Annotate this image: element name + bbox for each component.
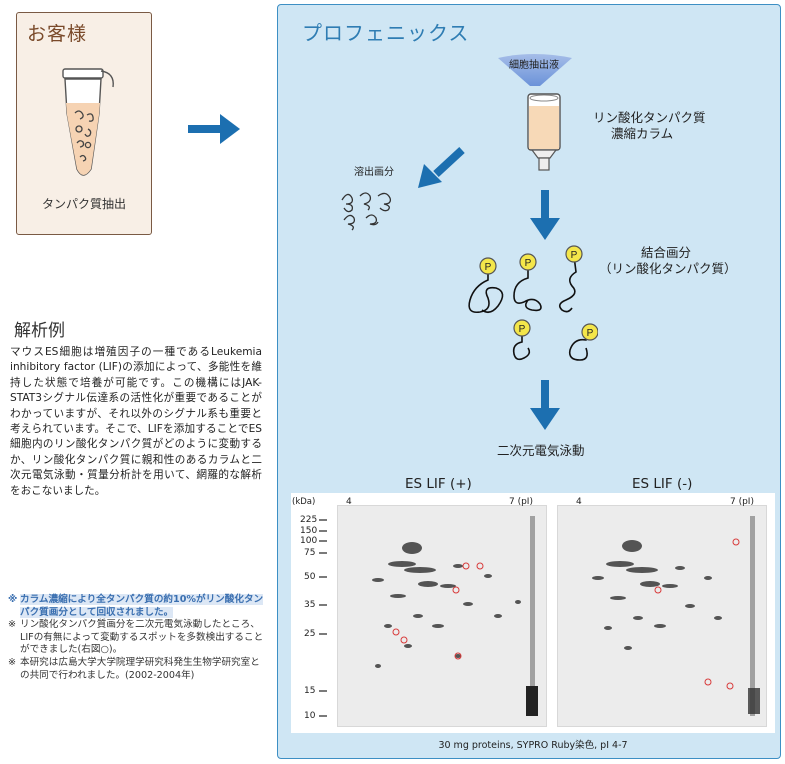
kda-marker: 10	[304, 711, 316, 721]
bound-label-2: （リン酸化タンパク質）	[599, 261, 737, 276]
analysis-body: マウスES細胞は増殖因子の一種であるLeukemia inhibitory fa…	[10, 346, 262, 497]
ph-high-minus: 7 (pI)	[730, 497, 754, 507]
concentration-column-icon	[527, 93, 561, 171]
gel-image-minus	[557, 505, 767, 727]
kda-marker: 100	[300, 536, 318, 546]
note-mark: ※	[8, 619, 17, 631]
phospho-marker: P	[519, 324, 526, 335]
gel-title-plus: ES LIF (+)	[405, 476, 472, 492]
note-text: カラム濃縮により全タンパク質の約10%がリン酸化タンパク質画分として回収されまし…	[20, 594, 264, 618]
kda-tick-marks	[319, 519, 327, 717]
eluate-label: 溶出画分	[354, 167, 394, 178]
gel-title-minus: ES LIF (-)	[632, 476, 693, 492]
phospho-marker: P	[485, 262, 492, 273]
note-mark: ※	[8, 594, 18, 605]
analysis-notes: ※ カラム濃縮により全タンパク質の約10%がリン酸化タンパク質画分として回収され…	[8, 594, 264, 682]
gel-image-plus	[337, 505, 547, 727]
note-item: ※ カラム濃縮により全タンパク質の約10%がリン酸化タンパク質画分として回収され…	[8, 594, 264, 619]
bound-label-1: 結合画分	[641, 245, 692, 260]
lysate-funnel-icon	[498, 54, 572, 86]
sample-tube-icon	[62, 68, 114, 176]
column-label-1: リン酸化タンパク質	[593, 110, 706, 125]
customer-title: お客様	[27, 23, 88, 45]
lysate-label: 細胞抽出液	[509, 60, 559, 71]
customer-label: タンパク質抽出	[41, 197, 126, 211]
kda-label: (kDa)	[292, 497, 316, 507]
ph-high-plus: 7 (pI)	[509, 497, 533, 507]
arrow-eluate-icon	[418, 147, 465, 188]
kda-marker: 25	[304, 629, 316, 639]
ph-low-plus: 4	[346, 497, 352, 507]
kda-marker: 15	[304, 686, 316, 696]
note-text: リン酸化タンパク質画分を二次元電気泳動したところ、LIFの有無によって変動するス…	[20, 619, 264, 656]
gel-spots-minus	[592, 516, 760, 716]
note-item: ※ リン酸化タンパク質画分を二次元電気泳動したところ、LIFの有無によって変動す…	[8, 619, 264, 657]
unbound-protein-icon	[341, 192, 392, 231]
process-title: プロフェニックス	[302, 21, 470, 45]
customer-box: お客様 タンパク質抽出	[16, 12, 152, 235]
kda-marker: 75	[304, 548, 316, 558]
gel-spots-plus	[372, 516, 538, 716]
kda-marker: 150	[300, 526, 318, 536]
note-mark: ※	[8, 656, 17, 668]
kda-marker: 35	[304, 600, 316, 610]
phospho-marker: P	[587, 328, 594, 339]
arrow-down-icon	[530, 190, 560, 240]
note-text: 本研究は広島大学大学院理学研究科発生生物学研究室との共同で行われました。(200…	[20, 656, 260, 681]
phospho-marker: P	[571, 250, 578, 261]
ph-low-minus: 4	[576, 497, 582, 507]
arrow-right-icon	[188, 114, 240, 144]
kda-marker: 225	[300, 515, 318, 525]
gel-caption: 30 mg proteins, SYPRO Ruby染色, pI 4-7	[438, 740, 628, 751]
column-label-2: 濃縮カラム	[611, 126, 674, 141]
note-item: ※ 本研究は広島大学大学院理学研究科発生生物学研究室との共同で行われました。(2…	[8, 657, 264, 682]
kda-marker: 50	[304, 572, 316, 582]
analysis-title: 解析例	[14, 321, 65, 341]
gel-image-area	[291, 493, 775, 733]
electrophoresis-label: 二次元電気泳動	[497, 443, 585, 458]
phospho-marker: P	[525, 258, 532, 269]
arrow-down-icon	[530, 380, 560, 430]
phosphoprotein-cluster: P P P P P	[468, 245, 598, 361]
